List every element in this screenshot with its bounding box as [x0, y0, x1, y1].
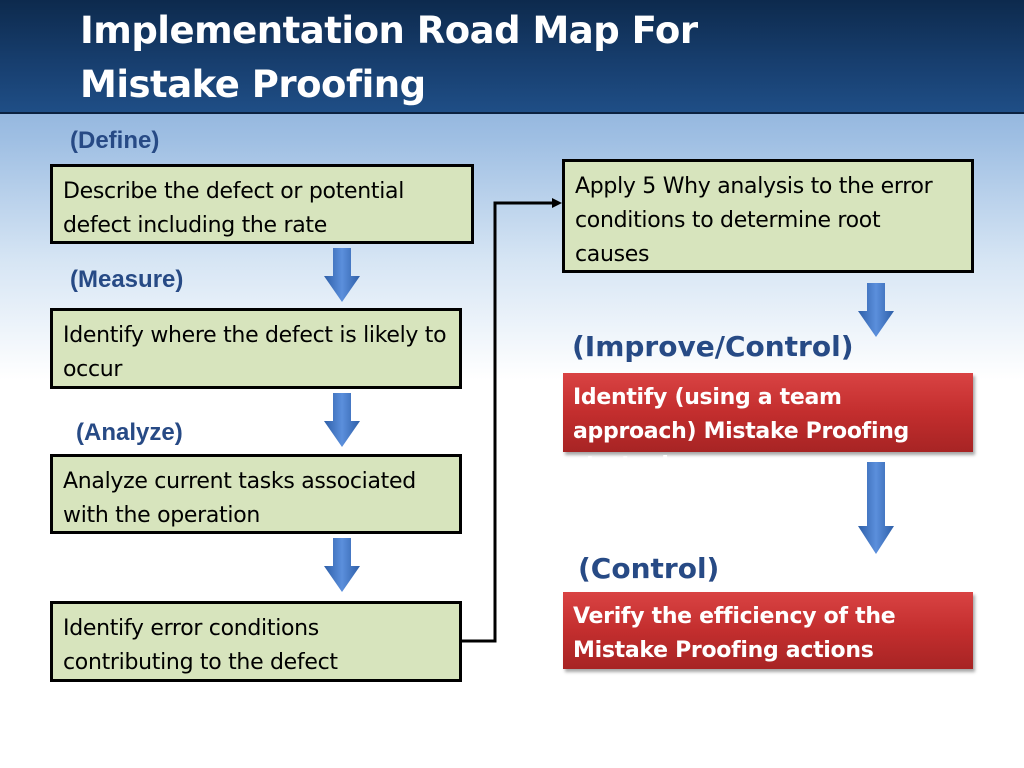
title-banner: Implementation Road Map For Mistake Proo…: [0, 0, 1024, 114]
step-five-why-analysis: Apply 5 Why analysis to the error condit…: [562, 159, 974, 273]
phase-label-define: (Define): [70, 127, 160, 154]
phase-label-analyze: (Analyze): [76, 419, 183, 446]
step-analyze-tasks: Analyze current tasks associated with th…: [50, 454, 462, 534]
page-title-line-1: Implementation Road Map For: [80, 9, 698, 52]
step-describe-defect: Describe the defect or potential defect …: [50, 164, 474, 244]
page-title: Implementation Road Map For Mistake Proo…: [80, 4, 698, 112]
phase-label-control: (Control): [578, 552, 720, 585]
down-arrow-icon: [324, 248, 360, 302]
step-identify-error-conditions: Identify error conditions contributing t…: [50, 601, 462, 682]
down-arrow-icon: [858, 462, 894, 554]
down-arrow-icon: [324, 393, 360, 447]
down-arrow-icon: [324, 538, 360, 592]
step-identify-where: Identify where the defect is likely to o…: [50, 308, 462, 389]
step-verify-efficiency: Verify the efficiency of the Mistake Pro…: [563, 592, 973, 669]
step-identify-strategies: Identify (using a team approach) Mistake…: [563, 373, 973, 478]
phase-label-improve-control: (Improve/Control): [572, 330, 854, 363]
page-title-line-2: Mistake Proofing: [80, 63, 426, 106]
phase-label-measure: (Measure): [70, 266, 184, 293]
down-arrow-icon: [858, 283, 894, 337]
